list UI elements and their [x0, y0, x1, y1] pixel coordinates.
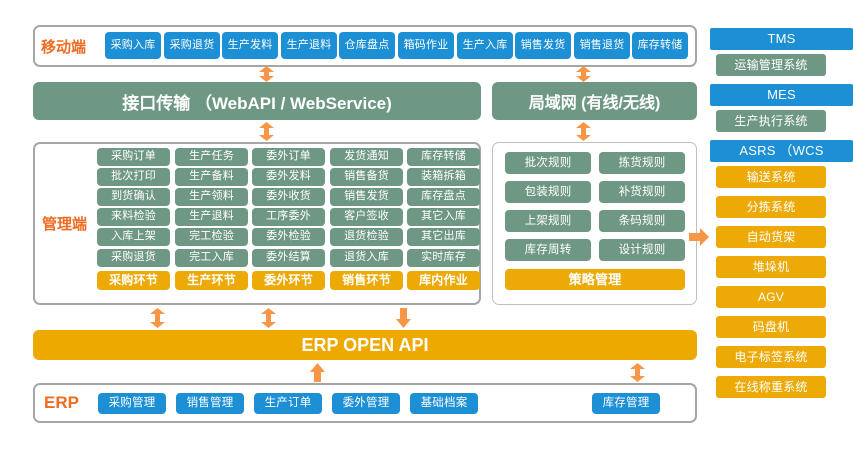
management-footer-5[interactable]: 库内作业	[407, 271, 480, 290]
arrow-management-to-openapi-left	[149, 308, 165, 328]
erp-tile-2[interactable]: 销售管理	[176, 393, 244, 414]
management-footer-1[interactable]: 采购环节	[97, 271, 170, 290]
arrow-strategy-to-openapi	[395, 308, 411, 328]
management-tile-c5-r2[interactable]: 装箱拆箱	[407, 168, 480, 186]
management-tile-c4-r4[interactable]: 客户签收	[330, 208, 403, 226]
interface-transport-bar[interactable]: 接口传输 （WebAPI / WebService)	[33, 82, 481, 120]
management-tile-c4-r3[interactable]: 销售发货	[330, 188, 403, 206]
erp-tile-5[interactable]: 基础档案	[410, 393, 478, 414]
arrow-webapi-to-management	[258, 122, 274, 141]
management-tile-c1-r5[interactable]: 入库上架	[97, 228, 170, 246]
erp-tile-inventory[interactable]: 库存管理	[592, 393, 660, 414]
erp-open-api-bar[interactable]: ERP OPEN API	[33, 330, 697, 360]
strategy-tile-r3-c2[interactable]: 条码规则	[599, 210, 685, 232]
strategy-tile-r4-c2[interactable]: 设计规则	[599, 239, 685, 261]
management-tile-c1-r3[interactable]: 到货确认	[97, 188, 170, 206]
management-tile-c2-r4[interactable]: 生产退料	[175, 208, 248, 226]
mobile-tile-3[interactable]: 生产发料	[222, 32, 278, 59]
right-group-3-item-6[interactable]: 码盘机	[716, 316, 826, 338]
erp-tile-4[interactable]: 委外管理	[332, 393, 400, 414]
strategy-tile-r1-c2[interactable]: 拣货规则	[599, 152, 685, 174]
strategy-tile-r3-c1[interactable]: 上架规则	[505, 210, 591, 232]
mobile-tile-9[interactable]: 销售退货	[574, 32, 630, 59]
mobile-terminal-label: 移动端	[41, 38, 87, 56]
management-tile-c3-r1[interactable]: 委外订单	[252, 148, 325, 166]
mobile-tile-1[interactable]: 采购入库	[105, 32, 161, 59]
management-tile-c2-r3[interactable]: 生产领料	[175, 188, 248, 206]
mobile-tile-7[interactable]: 生产入库	[457, 32, 513, 59]
right-group-1-item-1[interactable]: 运输管理系统	[716, 54, 826, 76]
management-tile-c1-r6[interactable]: 采购退货	[97, 249, 170, 267]
arrow-management-to-openapi-mid	[260, 308, 276, 328]
management-tile-c1-r2[interactable]: 批次打印	[97, 168, 170, 186]
management-tile-c2-r5[interactable]: 完工检验	[175, 228, 248, 246]
mobile-tile-2[interactable]: 采购退货	[164, 32, 220, 59]
management-tile-c2-r1[interactable]: 生产任务	[175, 148, 248, 166]
management-tile-c5-r4[interactable]: 其它入库	[407, 208, 480, 226]
right-group-3-item-8[interactable]: 在线称重系统	[716, 376, 826, 398]
right-group-2-item-1[interactable]: 生产执行系统	[716, 110, 826, 132]
management-tile-c5-r3[interactable]: 库存盘点	[407, 188, 480, 206]
management-footer-2[interactable]: 生产环节	[175, 271, 248, 290]
management-tile-c1-r1[interactable]: 采购订单	[97, 148, 170, 166]
strategy-tile-r4-c1[interactable]: 库存周转	[505, 239, 591, 261]
right-group-3-item-1[interactable]: 输送系统	[716, 166, 826, 188]
mobile-tile-6[interactable]: 箱码作业	[398, 32, 454, 59]
lan-bar[interactable]: 局域网 (有线/无线)	[492, 82, 697, 120]
erp-tile-1[interactable]: 采购管理	[98, 393, 166, 414]
right-group-3-item-4[interactable]: 堆垛机	[716, 256, 826, 278]
arrow-strategy-to-asrs	[689, 228, 709, 246]
management-tile-c3-r5[interactable]: 委外检验	[252, 228, 325, 246]
management-tile-c4-r1[interactable]: 发货通知	[330, 148, 403, 166]
arrow-lan-to-strategy	[575, 122, 591, 141]
management-footer-3[interactable]: 委外环节	[252, 271, 325, 290]
mobile-tile-5[interactable]: 仓库盘点	[339, 32, 395, 59]
management-tile-c3-r6[interactable]: 委外结算	[252, 249, 325, 267]
strategy-tile-r2-c2[interactable]: 补货规则	[599, 181, 685, 203]
management-tile-c3-r2[interactable]: 委外发料	[252, 168, 325, 186]
erp-tile-3[interactable]: 生产订单	[254, 393, 322, 414]
management-tile-c3-r3[interactable]: 委外收货	[252, 188, 325, 206]
management-tile-c3-r4[interactable]: 工序委外	[252, 208, 325, 226]
erp-panel-label: ERP	[44, 393, 79, 412]
right-group-header-1[interactable]: TMS	[710, 28, 853, 50]
right-group-3-item-3[interactable]: 自动货架	[716, 226, 826, 248]
right-group-3-item-2[interactable]: 分拣系统	[716, 196, 826, 218]
management-tile-c2-r6[interactable]: 完工入库	[175, 249, 248, 267]
management-tile-c5-r1[interactable]: 库存转储	[407, 148, 480, 166]
mobile-tile-4[interactable]: 生产退料	[281, 32, 337, 59]
management-tile-c4-r5[interactable]: 退货检验	[330, 228, 403, 246]
management-panel-label: 管理端	[42, 216, 88, 233]
right-group-header-3[interactable]: ASRS （WCS	[710, 140, 853, 162]
right-group-header-2[interactable]: MES	[710, 84, 853, 106]
strategy-tile-r2-c1[interactable]: 包装规则	[505, 181, 591, 203]
arrow-mobile-to-lan	[575, 66, 591, 82]
arrow-openapi-to-right-column	[629, 363, 645, 382]
strategy-footer[interactable]: 策略管理	[505, 269, 685, 290]
arrow-openapi-to-erp	[309, 363, 325, 382]
management-footer-4[interactable]: 销售环节	[330, 271, 403, 290]
management-tile-c4-r2[interactable]: 销售备货	[330, 168, 403, 186]
strategy-tile-r1-c1[interactable]: 批次规则	[505, 152, 591, 174]
management-tile-c5-r5[interactable]: 其它出库	[407, 228, 480, 246]
mobile-tile-10[interactable]: 库存转储	[632, 32, 688, 59]
management-tile-c2-r2[interactable]: 生产备料	[175, 168, 248, 186]
management-tile-c1-r4[interactable]: 来料检验	[97, 208, 170, 226]
management-tile-c5-r6[interactable]: 实时库存	[407, 249, 480, 267]
management-tile-c4-r6[interactable]: 退货入库	[330, 249, 403, 267]
right-group-3-item-5[interactable]: AGV	[716, 286, 826, 308]
right-group-3-item-7[interactable]: 电子标签系统	[716, 346, 826, 368]
mobile-tile-8[interactable]: 销售发货	[515, 32, 571, 59]
arrow-mobile-to-webapi	[258, 66, 274, 82]
